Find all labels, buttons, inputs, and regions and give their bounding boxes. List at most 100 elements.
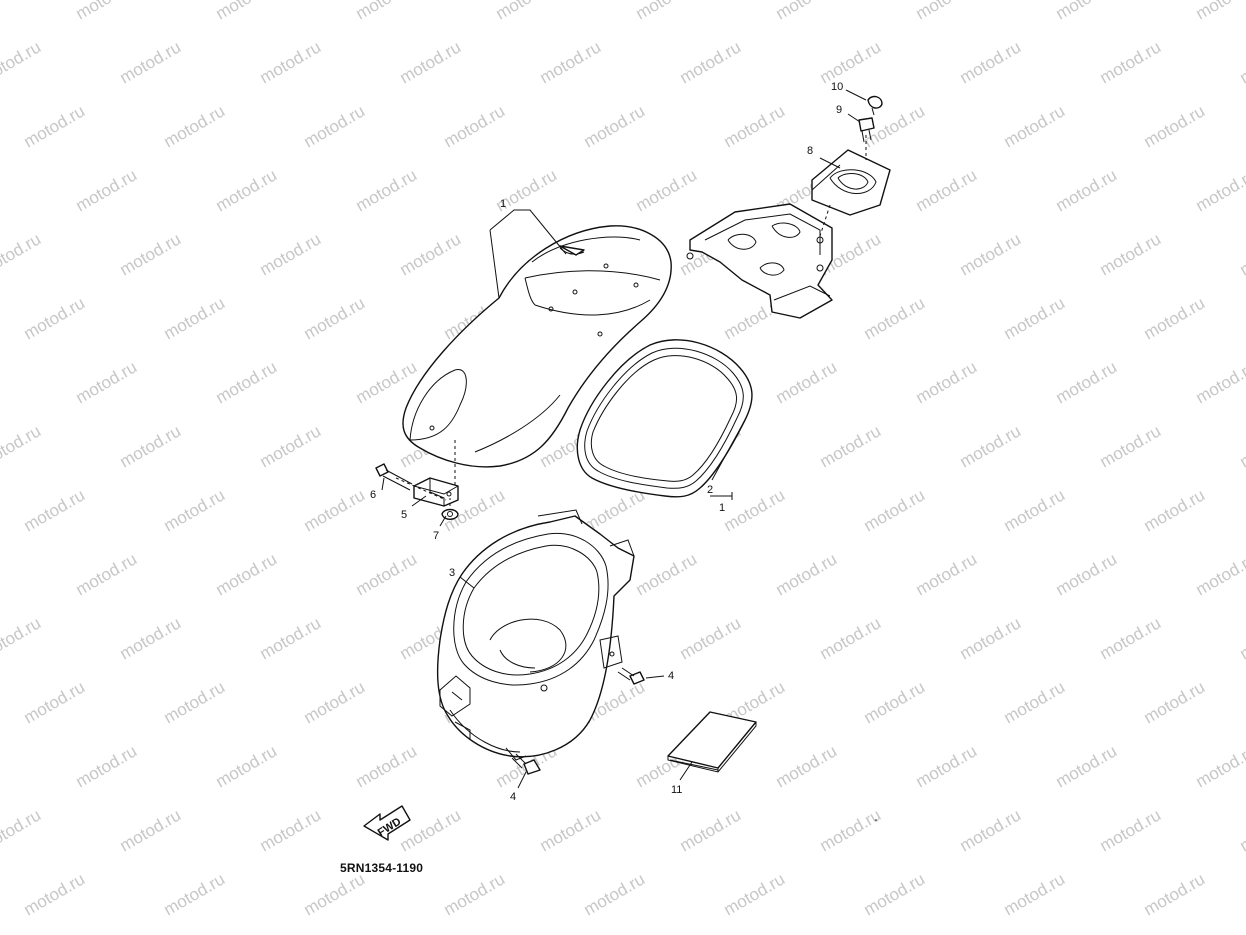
watermark-text: motod.ru	[773, 741, 841, 791]
watermark-text: motod.ru	[1097, 613, 1165, 663]
watermark-text: motod.ru	[161, 677, 229, 727]
watermark-text: motod.ru	[1141, 293, 1209, 343]
callout-1: 1	[719, 502, 725, 514]
watermark-text: motod.ru	[817, 805, 885, 855]
watermark-text: motod.ru	[73, 165, 141, 215]
diagram-code: 5RN1354-1190	[340, 861, 424, 875]
callout-4: 4	[668, 670, 674, 682]
watermark-text: motod.ru	[817, 37, 885, 87]
watermark-text: motod.ru	[397, 229, 465, 279]
watermark-text: motod.ru	[1193, 165, 1246, 215]
watermark-text: motod.ru	[117, 229, 185, 279]
watermark-text: motod.ru	[213, 357, 281, 407]
watermark-text: motod.ru	[957, 37, 1025, 87]
watermark-text: motod.ru	[677, 37, 745, 87]
watermark-text: motod.ru	[1001, 677, 1069, 727]
watermark-text: motod.ru	[301, 677, 369, 727]
watermark-text: motod.ru	[73, 549, 141, 599]
watermark-text: motod.ru	[353, 741, 421, 791]
watermark-text: motod.ru	[1141, 485, 1209, 535]
watermark-text: motod.ru	[117, 805, 185, 855]
storage-box-part	[436, 509, 635, 761]
watermark-text: motod.ru	[1193, 357, 1246, 407]
callout-4: 4	[510, 791, 516, 803]
watermark-text: motod.ru	[1001, 101, 1069, 151]
seal-part	[576, 339, 753, 498]
watermark-text: motod.ru	[1097, 805, 1165, 855]
watermark-text: motod.ru	[213, 0, 281, 23]
watermark-text: motod.ru	[117, 37, 185, 87]
watermark-text: motod.ru	[1193, 549, 1246, 599]
watermark-text: motod.ru	[117, 421, 185, 471]
watermark-text: motod.ru	[301, 485, 369, 535]
watermark-text: motod.ru	[0, 229, 44, 279]
callout-8: 8	[807, 145, 813, 157]
watermark-text: motod.ru	[353, 0, 421, 23]
watermark-text: motod.ru	[633, 0, 701, 23]
callout-1: 1	[500, 198, 506, 210]
watermark-text: motod.ru	[257, 37, 325, 87]
watermark-text: motod.ru	[161, 101, 229, 151]
watermark-text: motod.ru	[213, 741, 281, 791]
watermark-text: motod.ru	[677, 805, 745, 855]
leader-lines	[381, 89, 867, 789]
watermark-text: motod.ru	[633, 165, 701, 215]
watermark-text: motod.ru	[213, 549, 281, 599]
watermark-text: motod.ru	[257, 613, 325, 663]
watermark-text: motod.ru	[21, 101, 89, 151]
watermark-text: motod.ru	[1141, 677, 1209, 727]
watermark-text: motod.ru	[1097, 421, 1165, 471]
watermark-text: motod.ru	[0, 613, 44, 663]
watermark-text: motod.ru	[1097, 229, 1165, 279]
watermark-text: motod.ru	[677, 613, 745, 663]
watermark-text: motod.ru	[1237, 805, 1246, 855]
owners-manual-part	[667, 711, 757, 773]
watermark-text: motod.ru	[1001, 869, 1069, 919]
watermark-text: motod.ru	[721, 485, 789, 535]
watermark-text: motod.ru	[1193, 0, 1246, 23]
watermark-text: motod.ru	[1053, 357, 1121, 407]
watermark-text: motod.ru	[913, 165, 981, 215]
watermark-text: motod.ru	[537, 37, 605, 87]
watermark-text: motod.ru	[1053, 549, 1121, 599]
watermark-text: motod.ru	[1053, 0, 1121, 23]
watermark-text: motod.ru	[1193, 741, 1246, 791]
watermark-text: motod.ru	[21, 293, 89, 343]
watermark-text: motod.ru	[581, 869, 649, 919]
watermark-text: motod.ru	[0, 805, 44, 855]
watermark-text: motod.ru	[1237, 613, 1246, 663]
watermark-text: motod.ru	[817, 421, 885, 471]
watermark-text: motod.ru	[861, 293, 929, 343]
watermark-text: motod.ru	[73, 0, 141, 23]
watermark-text: motod.ru	[773, 0, 841, 23]
bolt-4-upper	[617, 667, 645, 685]
watermark-text: motod.ru	[721, 869, 789, 919]
watermark-text: motod.ru	[213, 165, 281, 215]
watermark-text: motod.ru	[861, 869, 929, 919]
watermark-text: motod.ru	[957, 421, 1025, 471]
callout-9: 9	[836, 104, 842, 116]
watermark-text: motod.ru	[161, 293, 229, 343]
watermark-text: motod.ru	[773, 549, 841, 599]
watermark-text: motod.ru	[913, 549, 981, 599]
watermark-text: motod.ru	[301, 293, 369, 343]
watermark-text: motod.ru	[257, 421, 325, 471]
watermark-text: motod.ru	[1141, 869, 1209, 919]
watermark-text: motod.ru	[0, 421, 44, 471]
watermark-text: motod.ru	[493, 0, 561, 23]
watermark-text: motod.ru	[537, 805, 605, 855]
watermark-text: motod.ru	[957, 613, 1025, 663]
watermark-text: motod.ru	[73, 741, 141, 791]
callouts: 1 1 2 3 4 4 5 6 7 8 9 10 11	[370, 81, 843, 803]
watermark-text: motod.ru	[353, 549, 421, 599]
lock-bracket-part	[686, 95, 891, 319]
watermark-text: motod.ru	[301, 869, 369, 919]
callout-2: 2	[707, 484, 713, 496]
watermark-text: motod.ru	[861, 677, 929, 727]
watermark-text: motod.ru	[913, 741, 981, 791]
watermark-text: motod.ru	[353, 165, 421, 215]
watermark-text: motod.ru	[301, 101, 369, 151]
watermark-text: motod.ru	[257, 229, 325, 279]
watermark-text: motod.ru	[257, 805, 325, 855]
